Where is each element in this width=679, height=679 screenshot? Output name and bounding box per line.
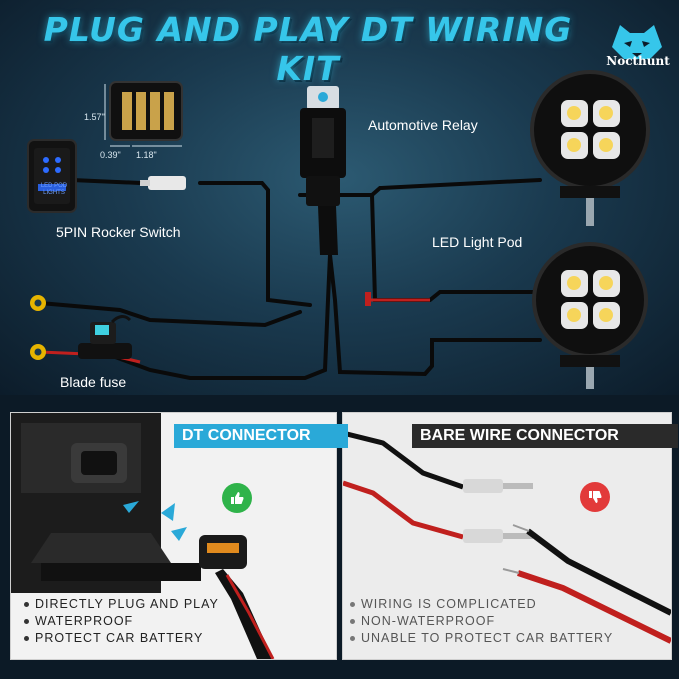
wiring-diagram [27, 70, 650, 389]
thumbs-up-icon [222, 483, 252, 513]
led-light-pod-bottom [532, 242, 648, 389]
bullet-icon [350, 619, 355, 625]
switch-engraving: LED POD LIGHTS [40, 183, 68, 196]
ring-terminal-top [30, 295, 46, 311]
switch-back-view [104, 81, 183, 147]
automotive-relay [300, 86, 346, 255]
dt-connector-title: DT CONNECTOR [174, 424, 348, 448]
led-light-pod-top [530, 70, 650, 226]
list-item: WIRING IS COMPLICATED [350, 596, 613, 613]
list-item: PROTECT CAR BATTERY [24, 630, 219, 647]
brand-name: Nocthunt [606, 54, 670, 68]
dt-benefits-list: DIRECTLY PLUG AND PLAY WATERPROOF PROTEC… [24, 596, 219, 647]
bare-wire-title: BARE WIRE CONNECTOR [412, 424, 678, 448]
fuse-label: Blade fuse [60, 374, 127, 390]
pod-label: LED Light Pod [432, 234, 523, 250]
wire-splice [365, 292, 371, 306]
list-item: NON-WATERPROOF [350, 613, 613, 630]
switch-label: 5PIN Rocker Switch [56, 224, 181, 240]
blade-fuse [78, 315, 132, 359]
list-item: UNABLE TO PROTECT CAR BATTERY [350, 630, 613, 647]
bare-wire-panel [342, 412, 672, 660]
panel-divider [337, 404, 341, 666]
ring-terminal-bottom [30, 344, 46, 360]
dt-connector-illustration [11, 413, 275, 659]
bullet-icon [24, 602, 29, 608]
list-item: DIRECTLY PLUG AND PLAY [24, 596, 219, 613]
dimension-width: 0.39" [100, 150, 121, 160]
thumbs-down-icon [580, 482, 610, 512]
bare-wire-drawbacks-list: WIRING IS COMPLICATED NON-WATERPROOF UNA… [350, 596, 613, 647]
dimension-height: 1.57" [84, 112, 105, 122]
bullet-icon [24, 636, 29, 642]
page-title: PLUG AND PLAY DT WIRING KIT [43, 10, 573, 88]
rocker-switch [27, 139, 77, 213]
dt-connector-panel [10, 412, 337, 660]
bullet-icon [350, 636, 355, 642]
bullet-icon [24, 619, 29, 625]
switch-connector [140, 176, 186, 190]
relay-label: Automotive Relay [368, 117, 478, 133]
list-item: WATERPROOF [24, 613, 219, 630]
bare-wire-illustration [343, 430, 671, 644]
dimension-depth: 1.18" [136, 150, 157, 160]
bullet-icon [350, 602, 355, 608]
panther-head-icon [612, 25, 662, 59]
